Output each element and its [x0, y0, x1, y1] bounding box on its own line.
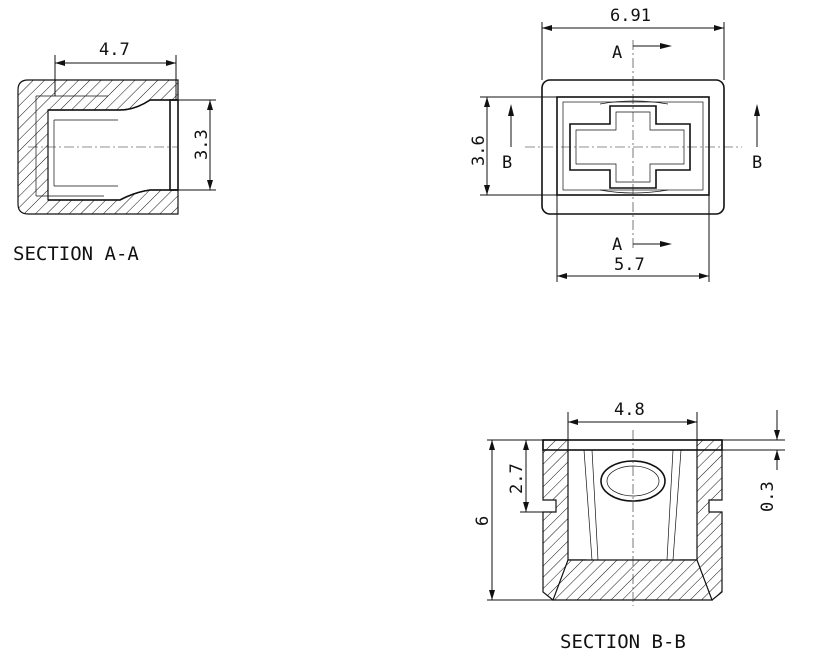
section-bb-inner-stem — [583, 449, 682, 561]
section-label-a-top: A — [612, 43, 622, 63]
top-view: 6.91 A A 5.7 3.6 B B — [469, 6, 762, 282]
section-bb-depth-dim: 2.7 — [507, 463, 527, 494]
section-aa-inner-cavity — [48, 99, 178, 201]
section-label-b-right: B — [752, 153, 762, 173]
section-aa-title: SECTION A-A — [13, 243, 139, 265]
section-bb-title: SECTION B-B — [560, 631, 686, 653]
section-label-b-left: B — [502, 153, 512, 173]
top-view-height-dim: 3.6 — [469, 135, 489, 166]
section-aa-opening-dim: 3.3 — [192, 129, 212, 160]
section-bb-inner-width-dim: 4.8 — [614, 400, 645, 420]
top-view-outer-width-dim: 6.91 — [610, 6, 651, 26]
section-aa-width-dim: 4.7 — [99, 40, 130, 60]
section-aa-opening-face — [169, 99, 179, 191]
section-bb-step-dim: 0.3 — [758, 481, 778, 512]
section-bb-bottom — [552, 559, 713, 601]
cross-stem — [569, 105, 691, 189]
section-bb-total-height-dim: 6 — [473, 516, 493, 526]
section-bb-view: 4.8 6 2.7 0.3 SECTION B-B — [473, 400, 785, 653]
top-view-inner-width-dim: 5.7 — [614, 255, 645, 275]
section-aa-view: 4.7 3.3 SECTION A-A — [13, 40, 216, 265]
section-label-a-bottom: A — [612, 235, 622, 255]
